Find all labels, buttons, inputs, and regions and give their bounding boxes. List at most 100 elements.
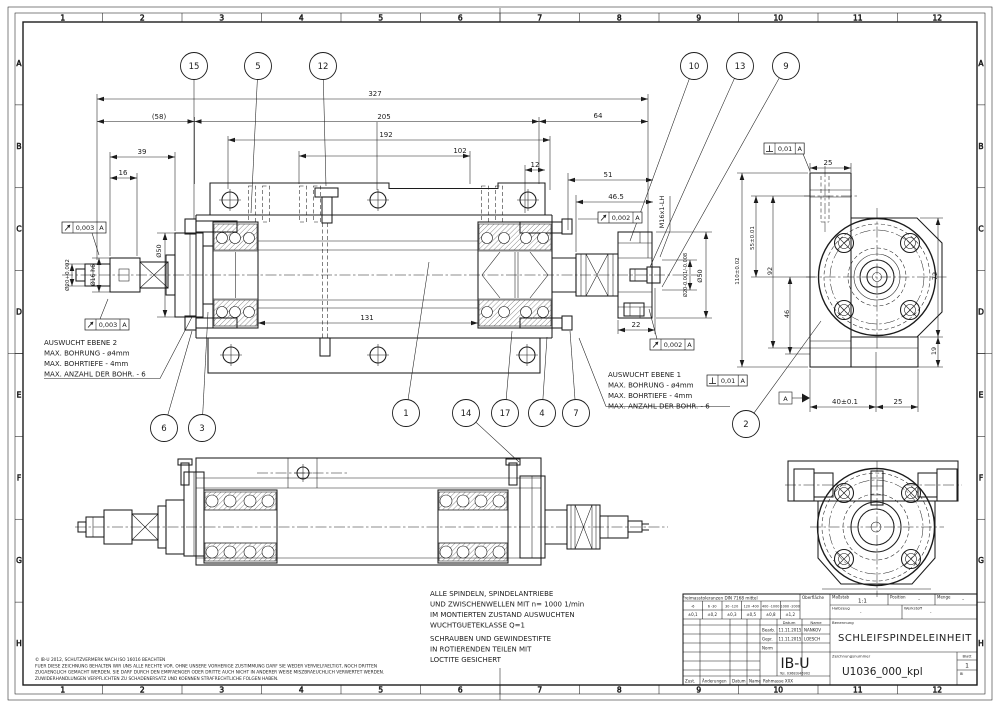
grid-col-label: 5 (378, 686, 383, 695)
grid-col-label: 6 (458, 14, 463, 23)
dim-text: 22 (632, 321, 641, 329)
copyright-note: ZUWIDERHANDLUNGEN VERPFLICHTEN ZU SCHADE… (35, 676, 278, 682)
balloon-number: 14 (461, 409, 472, 419)
svg-text:±1,2: ±1,2 (785, 612, 795, 617)
balance-note: ALLE SPINDELN, SPINDELANTRIEBE (430, 590, 553, 598)
dim-text: 25 (824, 159, 833, 167)
grid-row-label: G (16, 556, 22, 565)
dim-text: Ø16 h6 (90, 264, 97, 286)
balloon-6 (150, 414, 178, 442)
auswucht-ebene-2: MAX. BOHRUNG - ø4mm (44, 350, 130, 358)
svg-text:11.11.2015: 11.11.2015 (779, 637, 802, 642)
leader-line (475, 421, 520, 463)
side-view: A (737, 163, 948, 412)
svg-text:1000 -2000: 1000 -2000 (780, 605, 800, 609)
flange-screws (833, 232, 921, 321)
grid-col-label: 7 (537, 686, 542, 695)
grid-col-label: 2 (140, 14, 145, 23)
grid-col-label: 1 (60, 686, 65, 695)
svg-text:±0,8: ±0,8 (766, 612, 776, 617)
balloon-leaders (167, 77, 822, 463)
svg-text:-: - (860, 610, 862, 615)
grid-row-label: E (979, 390, 984, 399)
svg-text:Maßstab: Maßstab (832, 595, 850, 600)
svg-text:Blatt: Blatt (963, 654, 972, 659)
svg-text:Änderungen: Änderungen (702, 679, 727, 684)
leader-line (753, 320, 822, 414)
grid-col-label: 11 (853, 14, 863, 23)
balance-note: WUCHTGUETEKLASSE Q=1 (430, 622, 525, 630)
dim-text: 102 (453, 147, 466, 155)
dim-text: 72 (931, 272, 939, 280)
balloon-number: 3 (199, 424, 204, 434)
part-title: SCHLEIFSPINDELEINHEIT (838, 633, 972, 644)
svg-text:Name: Name (749, 679, 761, 684)
fcf-datum: A (122, 321, 127, 329)
grid-col-label: 6 (458, 686, 463, 695)
grid-col-label: 9 (696, 14, 701, 23)
dim-text: 46.5 (608, 193, 624, 201)
grid-col-label: 3 (219, 686, 224, 695)
dim-text: 131 (360, 314, 373, 322)
grid-col-label: 11 (853, 686, 863, 695)
balloon-number: 6 (161, 424, 166, 434)
grid-row-label: B (978, 142, 983, 151)
bottom-right-view (785, 460, 962, 597)
fcf-frame (763, 142, 805, 155)
drawing-number: U1036_000_kpl (842, 666, 923, 678)
main-section-view (62, 182, 700, 374)
svg-text:Zeichnungsnummer: Zeichnungsnummer (832, 654, 871, 659)
dim-text: 327 (368, 90, 381, 98)
auswucht-ebene-1: MAX. BOHRTIEFE - 4mm (608, 392, 692, 400)
grid-row-label: A (978, 59, 984, 68)
company-logo: IB-U (780, 656, 809, 672)
balloon-number: 10 (689, 62, 700, 72)
copyright-note: ZUGAENGLICH GEMACHT WERDEN. SIE DARF DUR… (35, 670, 384, 676)
grid-row-label: D (16, 308, 22, 317)
balance-note: IM MONTIERTEN ZUSTAND AUSWUCHTEN (430, 611, 575, 619)
fcf-value: 0,002 (664, 341, 683, 349)
grid-row-label: E (17, 390, 22, 399)
fcf-frame (61, 221, 107, 234)
svg-text:Zust.: Zust. (685, 679, 695, 684)
leader-line (569, 330, 576, 400)
copyright-note: FUER DIESE ZEICHNUNG BEHALTEN WIR UNS AL… (35, 663, 377, 669)
leader-line (505, 330, 513, 400)
fcf-datum: A (797, 145, 802, 153)
svg-text:6 -30: 6 -30 (708, 605, 717, 609)
balloon-number: 9 (783, 62, 788, 72)
svg-text:-: - (930, 610, 932, 615)
bottom-view (75, 457, 668, 566)
balloon-number: 4 (539, 409, 544, 419)
svg-text:Bl: Bl (960, 672, 963, 676)
grid-col-label: 1 (60, 14, 65, 23)
svg-text:Bearb.: Bearb. (762, 628, 775, 633)
oberflaeche-label: Oberfläche (802, 595, 824, 600)
loctite-note: LOCTITE GESICHERT (430, 656, 502, 664)
dim-text: Ø50 (155, 244, 163, 257)
svg-text:400 -1000: 400 -1000 (762, 605, 779, 609)
auswucht-ebene-2: AUSWUCHT EBENE 2 (44, 339, 117, 347)
grid-row-label: B (16, 142, 21, 151)
grid-row-label: C (978, 225, 983, 234)
fcf-value: 0,003 (99, 321, 118, 329)
svg-text:30 -120: 30 -120 (725, 605, 738, 609)
grid-col-label: 8 (617, 686, 622, 695)
svg-text:Position: Position (890, 595, 906, 600)
leader-line (542, 336, 548, 400)
svg-text:Tel. 03683/46902: Tel. 03683/46902 (779, 672, 810, 676)
balloon-15 (180, 52, 208, 80)
balloon-2 (732, 410, 760, 438)
grid-row-label: F (17, 473, 21, 482)
dim-text: M16x1-LH (658, 196, 666, 229)
svg-text:–: – (918, 598, 921, 603)
svg-text:Norm: Norm (762, 646, 773, 651)
svg-text:Halbzeug: Halbzeug (832, 606, 850, 611)
balloon-12 (309, 52, 337, 80)
svg-text:Werkstoff: Werkstoff (904, 606, 922, 611)
dim-text: 64 (594, 112, 603, 120)
dim-text: 16 (119, 169, 128, 177)
grid-row-label: A (16, 59, 22, 68)
leader-line (323, 79, 327, 187)
